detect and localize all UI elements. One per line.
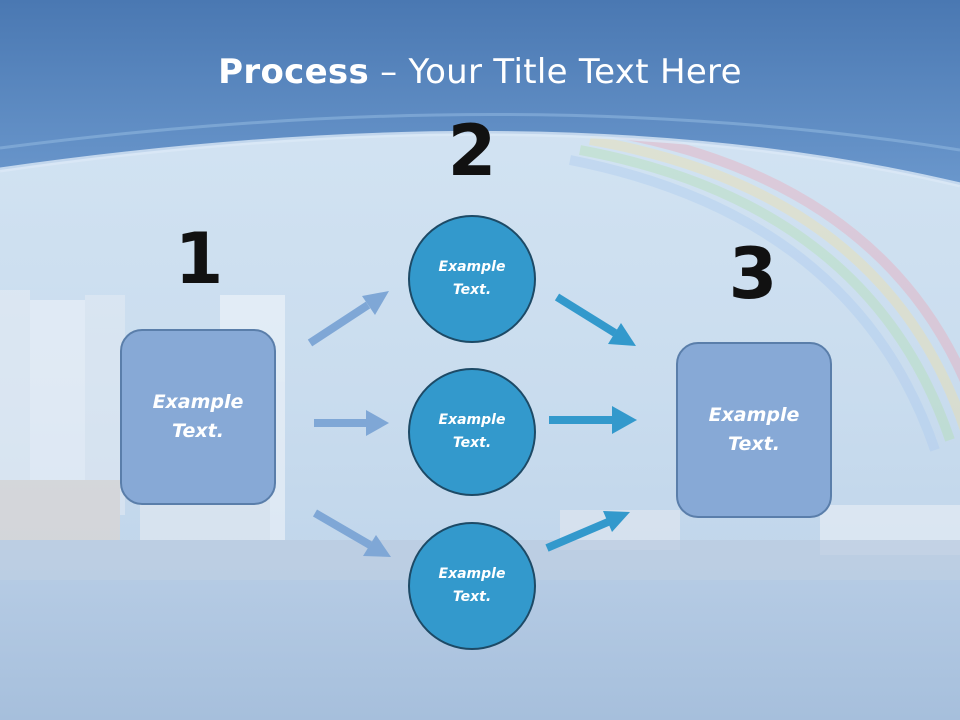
- step-2-circle-bottom: Example Text.: [408, 522, 536, 650]
- arrow-2-to-3-middle: [549, 406, 637, 434]
- step-2-circle-top: Example Text.: [408, 215, 536, 343]
- step-2-text-top: Example Text.: [438, 259, 506, 298]
- step-2-text-middle: Example Text.: [438, 412, 506, 451]
- arrow-2-to-3-bottom: [545, 511, 630, 552]
- step-2-text-bottom: Example Text.: [438, 566, 506, 605]
- step-1-text: Example Text.: [152, 391, 244, 442]
- arrow-1-to-2-top: [307, 291, 389, 347]
- arrow-1-to-2-middle: [314, 410, 389, 436]
- title-bold: Process: [218, 52, 370, 92]
- step-2-circle-middle: Example Text.: [408, 368, 536, 496]
- arrow-1-to-2-bottom: [312, 509, 391, 557]
- step-3-text: Example Text.: [708, 404, 800, 455]
- step-1-box: Example Text.: [120, 329, 276, 505]
- step-3-box: Example Text.: [676, 342, 832, 518]
- arrow-2-to-3-top: [554, 293, 636, 346]
- step-number-3: 3: [728, 233, 778, 315]
- step-number-2: 2: [447, 110, 497, 192]
- title-rest: – Your Title Text Here: [369, 52, 742, 92]
- slide-title: Process – Your Title Text Here: [0, 52, 960, 92]
- step-number-1: 1: [174, 218, 224, 300]
